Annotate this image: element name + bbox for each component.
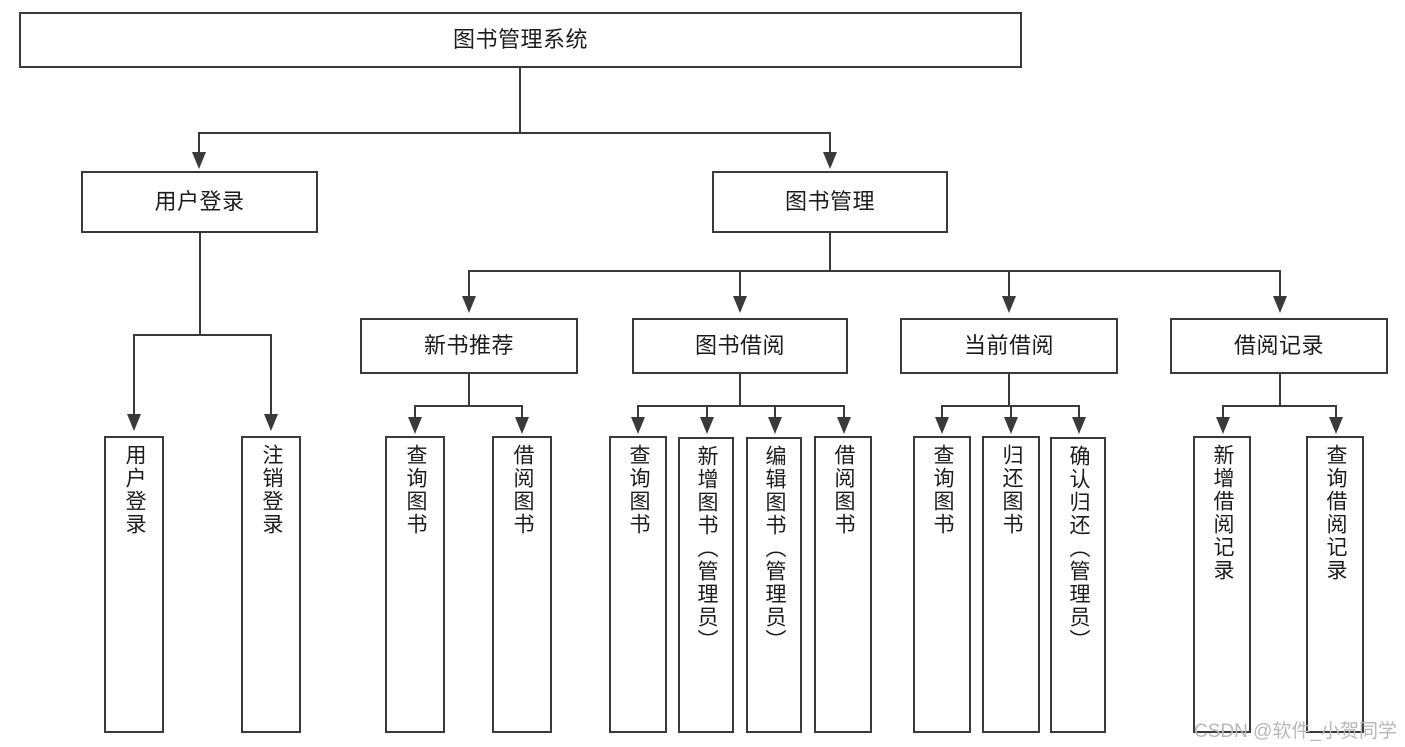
node-user-login-label: 用户登录 — [154, 188, 245, 214]
connector-book-mgmt-drop-2 — [739, 270, 741, 298]
connector-borrow-record-drop-2 — [1335, 405, 1337, 419]
leaf-new-book-1-label: 查询图书 — [404, 444, 428, 536]
leaf-book-borrow-3-label: 编辑图书（管理员） — [763, 445, 787, 652]
node-user-login[interactable]: 用户登录 — [81, 171, 318, 233]
node-new-book-recommend[interactable]: 新书推荐 — [360, 318, 578, 374]
leaf-borrow-record-2[interactable]: 查询借阅记录 — [1306, 436, 1364, 733]
connector-book-borrow-drop-4 — [843, 405, 845, 419]
leaf-book-borrow-2-label: 新增图书（管理员） — [695, 445, 719, 652]
arrow-new-book-leaf-1 — [408, 417, 422, 434]
node-current-borrow-label: 当前借阅 — [963, 332, 1054, 358]
connector-borrow-record-bar — [1222, 405, 1336, 407]
connector-new-book-stem — [468, 374, 470, 406]
node-book-management-label: 图书管理 — [784, 188, 875, 214]
leaf-book-borrow-4-label: 借阅图书 — [832, 444, 856, 536]
leaf-book-borrow-4[interactable]: 借阅图书 — [814, 436, 872, 733]
connector-current-borrow-stem — [1008, 374, 1010, 406]
leaf-current-borrow-1-label: 查询图书 — [931, 444, 955, 536]
arrow-current-borrow-leaf-3 — [1072, 417, 1086, 434]
leaf-borrow-record-1[interactable]: 新增借阅记录 — [1193, 436, 1251, 733]
connector-root-to-book-mgmt — [829, 132, 831, 155]
arrow-book-mgmt-to-borrow-record — [1273, 296, 1287, 313]
connector-user-login-drop-1 — [133, 334, 135, 416]
arrow-user-login-leaf-2 — [264, 414, 278, 431]
connector-new-book-drop-2 — [521, 405, 523, 419]
connector-borrow-record-drop-1 — [1222, 405, 1224, 419]
node-root-label: 图书管理系统 — [452, 26, 588, 52]
arrow-root-to-book-mgmt — [823, 152, 837, 169]
leaf-current-borrow-2[interactable]: 归还图书 — [982, 436, 1040, 733]
leaf-book-borrow-1[interactable]: 查询图书 — [609, 436, 667, 733]
connector-book-mgmt-drop-4 — [1279, 270, 1281, 298]
connector-user-login-bar — [133, 334, 272, 336]
leaf-borrow-record-2-label: 查询借阅记录 — [1324, 444, 1348, 582]
arrow-borrow-record-leaf-1 — [1216, 417, 1230, 434]
node-root[interactable]: 图书管理系统 — [19, 12, 1022, 68]
arrow-new-book-leaf-2 — [515, 417, 529, 434]
arrow-current-borrow-leaf-2 — [1004, 417, 1018, 434]
leaf-user-login-1[interactable]: 用户登录 — [104, 436, 164, 733]
arrow-book-mgmt-to-book-borrow — [733, 296, 747, 313]
connector-book-mgmt-bar — [468, 270, 1280, 272]
connector-new-book-bar — [414, 405, 522, 407]
connector-book-borrow-drop-1 — [637, 405, 639, 419]
arrow-borrow-record-leaf-2 — [1329, 417, 1343, 434]
connector-book-mgmt-stem — [829, 233, 831, 271]
arrow-current-borrow-leaf-1 — [935, 417, 949, 434]
node-new-book-recommend-label: 新书推荐 — [423, 332, 514, 358]
arrow-book-mgmt-to-new-book — [462, 296, 476, 313]
arrow-book-mgmt-to-current-borrow — [1002, 296, 1016, 313]
leaf-current-borrow-3[interactable]: 确认归还（管理员） — [1050, 437, 1106, 733]
leaf-new-book-2-label: 借阅图书 — [511, 444, 535, 536]
node-current-borrow[interactable]: 当前借阅 — [900, 318, 1118, 374]
connector-book-borrow-stem — [739, 374, 741, 406]
node-book-borrow-label: 图书借阅 — [694, 332, 785, 358]
node-borrow-record-label: 借阅记录 — [1233, 332, 1324, 358]
leaf-borrow-record-1-label: 新增借阅记录 — [1211, 444, 1235, 582]
connector-book-borrow-bar — [637, 405, 845, 407]
connector-root-bar — [198, 132, 831, 134]
leaf-user-login-2-label: 注销登录 — [260, 444, 284, 536]
arrow-book-borrow-leaf-1 — [631, 417, 645, 434]
leaf-current-borrow-2-label: 归还图书 — [1000, 444, 1024, 536]
connector-borrow-record-stem — [1279, 374, 1281, 406]
leaf-new-book-1[interactable]: 查询图书 — [385, 436, 445, 733]
connector-book-borrow-drop-3 — [774, 405, 776, 419]
connector-current-borrow-drop-1 — [941, 405, 943, 419]
leaf-user-login-2[interactable]: 注销登录 — [241, 436, 301, 733]
connector-book-borrow-drop-2 — [706, 405, 708, 419]
connector-root-stem — [519, 68, 521, 133]
arrow-book-borrow-leaf-4 — [837, 417, 851, 434]
arrow-root-to-user-login — [192, 152, 206, 169]
arrow-book-borrow-leaf-3 — [768, 417, 782, 434]
leaf-new-book-2[interactable]: 借阅图书 — [492, 436, 552, 733]
connector-root-to-user-login — [198, 132, 200, 155]
node-book-borrow[interactable]: 图书借阅 — [632, 318, 848, 374]
arrow-book-borrow-leaf-2 — [700, 417, 714, 434]
connector-book-mgmt-drop-1 — [468, 270, 470, 298]
connector-current-borrow-drop-2 — [1010, 405, 1012, 419]
connector-user-login-stem — [199, 233, 201, 335]
node-borrow-record[interactable]: 借阅记录 — [1170, 318, 1388, 374]
connector-book-mgmt-drop-3 — [1008, 270, 1010, 298]
connector-user-login-drop-2 — [270, 334, 272, 416]
leaf-book-borrow-2[interactable]: 新增图书（管理员） — [678, 437, 734, 733]
leaf-book-borrow-3[interactable]: 编辑图书（管理员） — [746, 437, 802, 733]
connector-current-borrow-drop-3 — [1078, 405, 1080, 419]
leaf-book-borrow-1-label: 查询图书 — [627, 444, 651, 536]
arrow-user-login-leaf-1 — [127, 414, 141, 431]
connector-new-book-drop-1 — [414, 405, 416, 419]
leaf-current-borrow-1[interactable]: 查询图书 — [913, 436, 971, 733]
watermark: CSDN @软件_小贺同学 — [1194, 721, 1397, 742]
node-book-management[interactable]: 图书管理 — [712, 171, 948, 233]
leaf-current-borrow-3-label: 确认归还（管理员） — [1067, 445, 1091, 652]
leaf-user-login-1-label: 用户登录 — [123, 444, 147, 536]
